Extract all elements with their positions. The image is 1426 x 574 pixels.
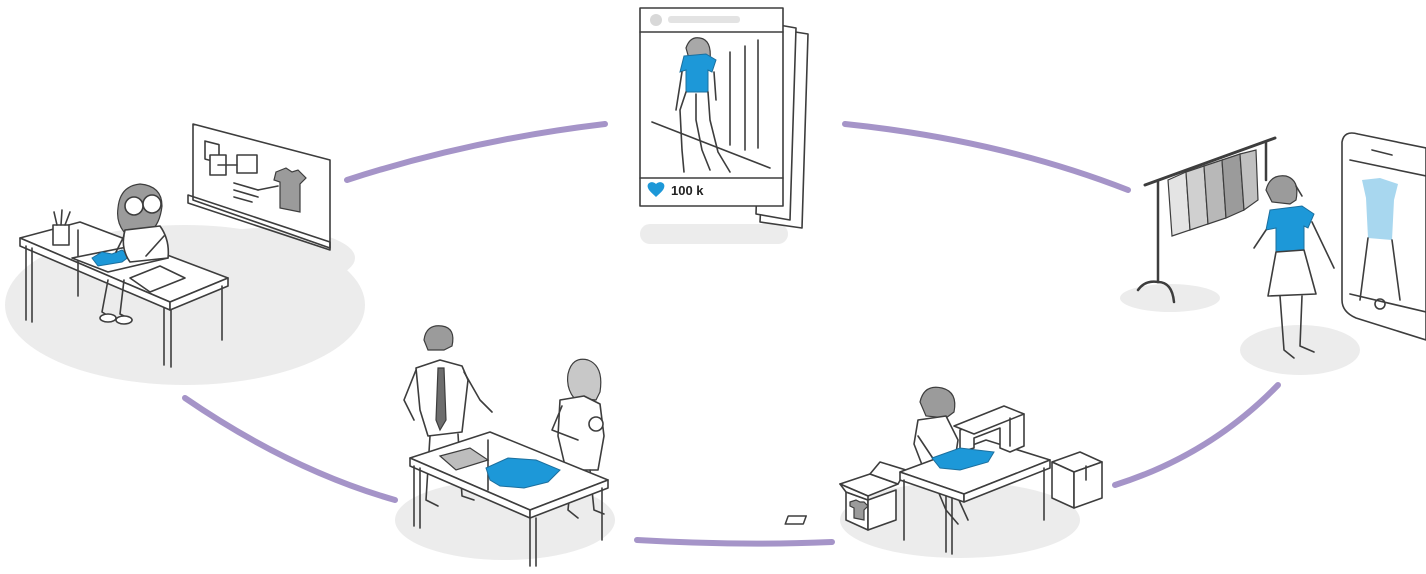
likes-count: 100 k	[671, 183, 704, 198]
arc-production-to-review	[637, 540, 832, 544]
social-post-card: 100 k	[640, 8, 783, 206]
stage-design	[5, 124, 365, 385]
arc-social-to-retail	[845, 124, 1128, 190]
clothes-rack-icon	[1138, 138, 1275, 302]
stage-retail	[1120, 133, 1426, 375]
arc-review-to-design	[185, 398, 395, 500]
stage-review	[395, 326, 615, 566]
arc-design-to-social	[347, 124, 605, 180]
stage-production	[785, 387, 1102, 558]
smartphone-icon	[1342, 133, 1426, 340]
arc-retail-to-production	[1115, 385, 1278, 485]
stage-social: 100 k	[640, 8, 808, 244]
box-icon	[1052, 452, 1102, 508]
floor-shadow	[640, 224, 788, 244]
